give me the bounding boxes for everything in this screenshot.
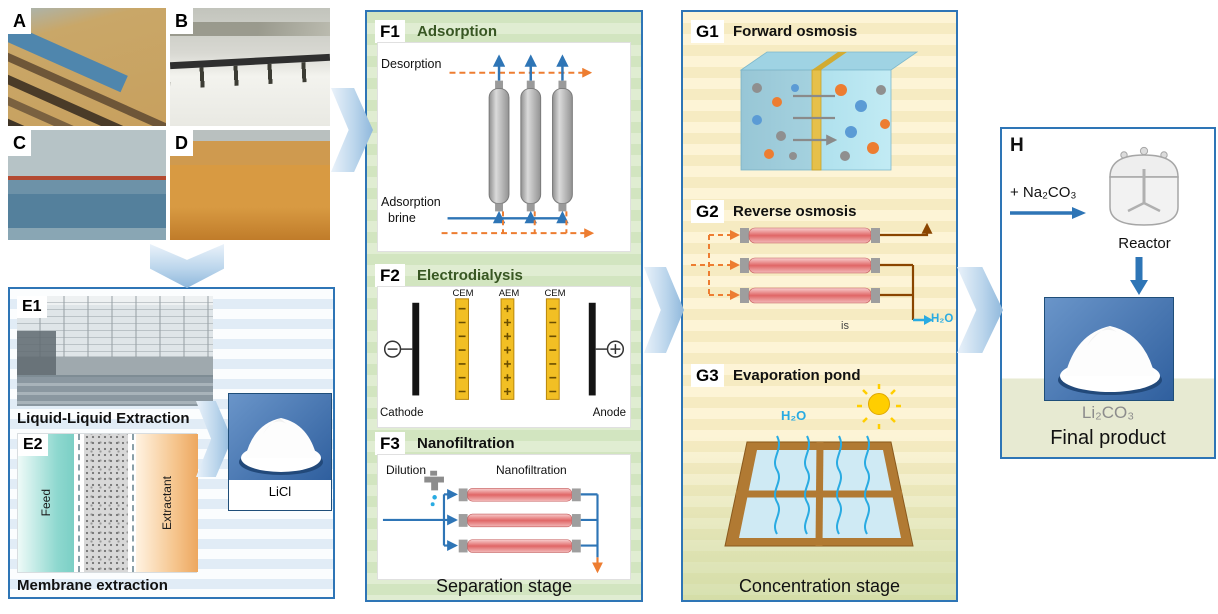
licl-product-image: LiCl bbox=[228, 393, 332, 511]
photo-label-b: B bbox=[170, 8, 193, 34]
adsorption-brine-label-2: brine bbox=[388, 211, 416, 225]
adsorption-diagram-box: Desorption Adsorption brine bbox=[377, 42, 631, 252]
photo-orange-brine: D bbox=[170, 130, 330, 240]
reactor-label: Reactor bbox=[1118, 235, 1171, 252]
extractant-band: Extractant bbox=[136, 434, 198, 572]
electrodialysis-diagram-box: CEM AEM CEM Cathode Anode bbox=[377, 286, 631, 428]
separation-stage-title: Separation stage bbox=[435, 576, 573, 596]
membrane-boundary bbox=[132, 434, 134, 572]
reactor-icon bbox=[1109, 146, 1179, 226]
adsorption-title: Adsorption bbox=[417, 23, 497, 40]
g3-label: G3 bbox=[691, 364, 724, 387]
li2co3-product-image bbox=[1044, 297, 1174, 401]
reagent-label: + Na₂CO₃ bbox=[1010, 184, 1077, 201]
feed-label: Feed bbox=[39, 489, 53, 517]
e1-label: E1 bbox=[17, 296, 47, 318]
aem-label: AEM bbox=[498, 288, 520, 299]
forward-osmosis-diagram bbox=[739, 51, 919, 171]
photo-salt-flat-pipeline: B bbox=[170, 8, 330, 126]
sun-icon bbox=[857, 384, 901, 429]
g2-label: G2 bbox=[691, 200, 724, 223]
g1-label: G1 bbox=[691, 20, 724, 43]
flow-arrow-separation-to-concentration bbox=[644, 267, 684, 353]
powder-pile bbox=[239, 418, 323, 475]
licl-label: LiCl bbox=[268, 484, 292, 499]
nanofiltration-diagram-box: Dilution Nanofiltration bbox=[377, 454, 631, 580]
membrane-boundary bbox=[78, 434, 80, 572]
photo-brine-pipelines: A bbox=[8, 8, 166, 126]
concentration-stage-title: Concentration stage bbox=[738, 576, 901, 596]
evaporation-pond-title: Evaporation pond bbox=[733, 367, 861, 384]
flow-arrow-to-licl bbox=[196, 401, 232, 477]
solute-particles bbox=[752, 83, 890, 161]
li2co3-formula: Li₂CO₃ bbox=[1081, 403, 1135, 422]
liquid-liquid-caption: Liquid-Liquid Extraction bbox=[17, 410, 190, 427]
li2co3-photo-background bbox=[1045, 298, 1173, 400]
membrane-band bbox=[84, 434, 128, 572]
shore-foam bbox=[8, 228, 166, 240]
ro-water-label: H₂O bbox=[931, 313, 954, 325]
photo-salar-lake: C bbox=[8, 130, 166, 240]
photo-label-d: D bbox=[170, 130, 193, 156]
faucet-icon bbox=[424, 470, 444, 507]
photo-label-a: A bbox=[8, 8, 31, 34]
concentration-panel: G1 Forward osmosis bbox=[681, 10, 958, 602]
f2-label: F2 bbox=[375, 264, 405, 287]
machinery bbox=[17, 331, 57, 376]
cem-right-label: CEM bbox=[544, 288, 566, 299]
electrodialysis-diagram bbox=[383, 298, 625, 400]
extraction-panel: E1 Liquid-Liquid Extraction Feed Extract… bbox=[8, 287, 335, 599]
dilution-label: Dilution bbox=[386, 463, 427, 477]
adsorption-brine-label-1: Adsorption bbox=[381, 195, 441, 209]
adsorption-columns bbox=[488, 80, 573, 212]
powder-pile bbox=[1058, 326, 1162, 395]
pool-edges bbox=[17, 377, 213, 406]
nanofiltration-title: Nanofiltration bbox=[417, 435, 515, 452]
licl-photo-background bbox=[229, 394, 331, 480]
nanofiltration-unit-label: Nanofiltration bbox=[496, 463, 567, 477]
vapor-waves bbox=[774, 435, 870, 535]
reagent-arrow bbox=[1010, 207, 1086, 219]
forward-osmosis-title: Forward osmosis bbox=[733, 23, 858, 40]
feed-band: Feed bbox=[18, 434, 74, 572]
nanofiltration-diagram bbox=[382, 470, 603, 574]
anode-label: Anode bbox=[592, 407, 626, 419]
photo-label-c: C bbox=[8, 130, 31, 156]
extractant-label: Extractant bbox=[160, 475, 174, 531]
final-product-caption: Final product bbox=[1050, 427, 1166, 449]
photo-extraction-plant: E1 bbox=[17, 296, 213, 406]
final-product-panel: H + Na₂CO₃ Reactor bbox=[1000, 127, 1216, 459]
electrodialysis-title: Electrodialysis bbox=[417, 267, 523, 284]
f1-label: F1 bbox=[375, 20, 405, 43]
reverse-osmosis-title: Reverse osmosis bbox=[733, 203, 857, 220]
stray-text: is bbox=[841, 320, 849, 332]
red-brine-line bbox=[8, 176, 166, 180]
flow-arrow-photos-to-extraction bbox=[150, 244, 224, 288]
evap-water-label: H₂O bbox=[781, 408, 807, 423]
evaporation-pond-diagram bbox=[724, 384, 914, 547]
reverse-osmosis-diagram bbox=[691, 222, 933, 325]
hills bbox=[170, 22, 330, 36]
e2-label: E2 bbox=[18, 434, 48, 456]
f3-label: F3 bbox=[375, 432, 405, 455]
cathode-label: Cathode bbox=[380, 407, 424, 419]
membrane-extraction-diagram: Feed Extractant E2 bbox=[17, 433, 198, 573]
flow-arrow-concentration-to-product bbox=[957, 267, 1003, 353]
separation-panel: F1 Adsorption bbox=[365, 10, 643, 602]
h-label: H bbox=[1010, 135, 1024, 156]
adsorption-diagram bbox=[441, 54, 595, 239]
desorption-label: Desorption bbox=[381, 57, 442, 71]
to-product-arrow bbox=[1130, 257, 1148, 295]
membrane-caption: Membrane extraction bbox=[17, 577, 168, 594]
cem-left-label: CEM bbox=[452, 288, 474, 299]
